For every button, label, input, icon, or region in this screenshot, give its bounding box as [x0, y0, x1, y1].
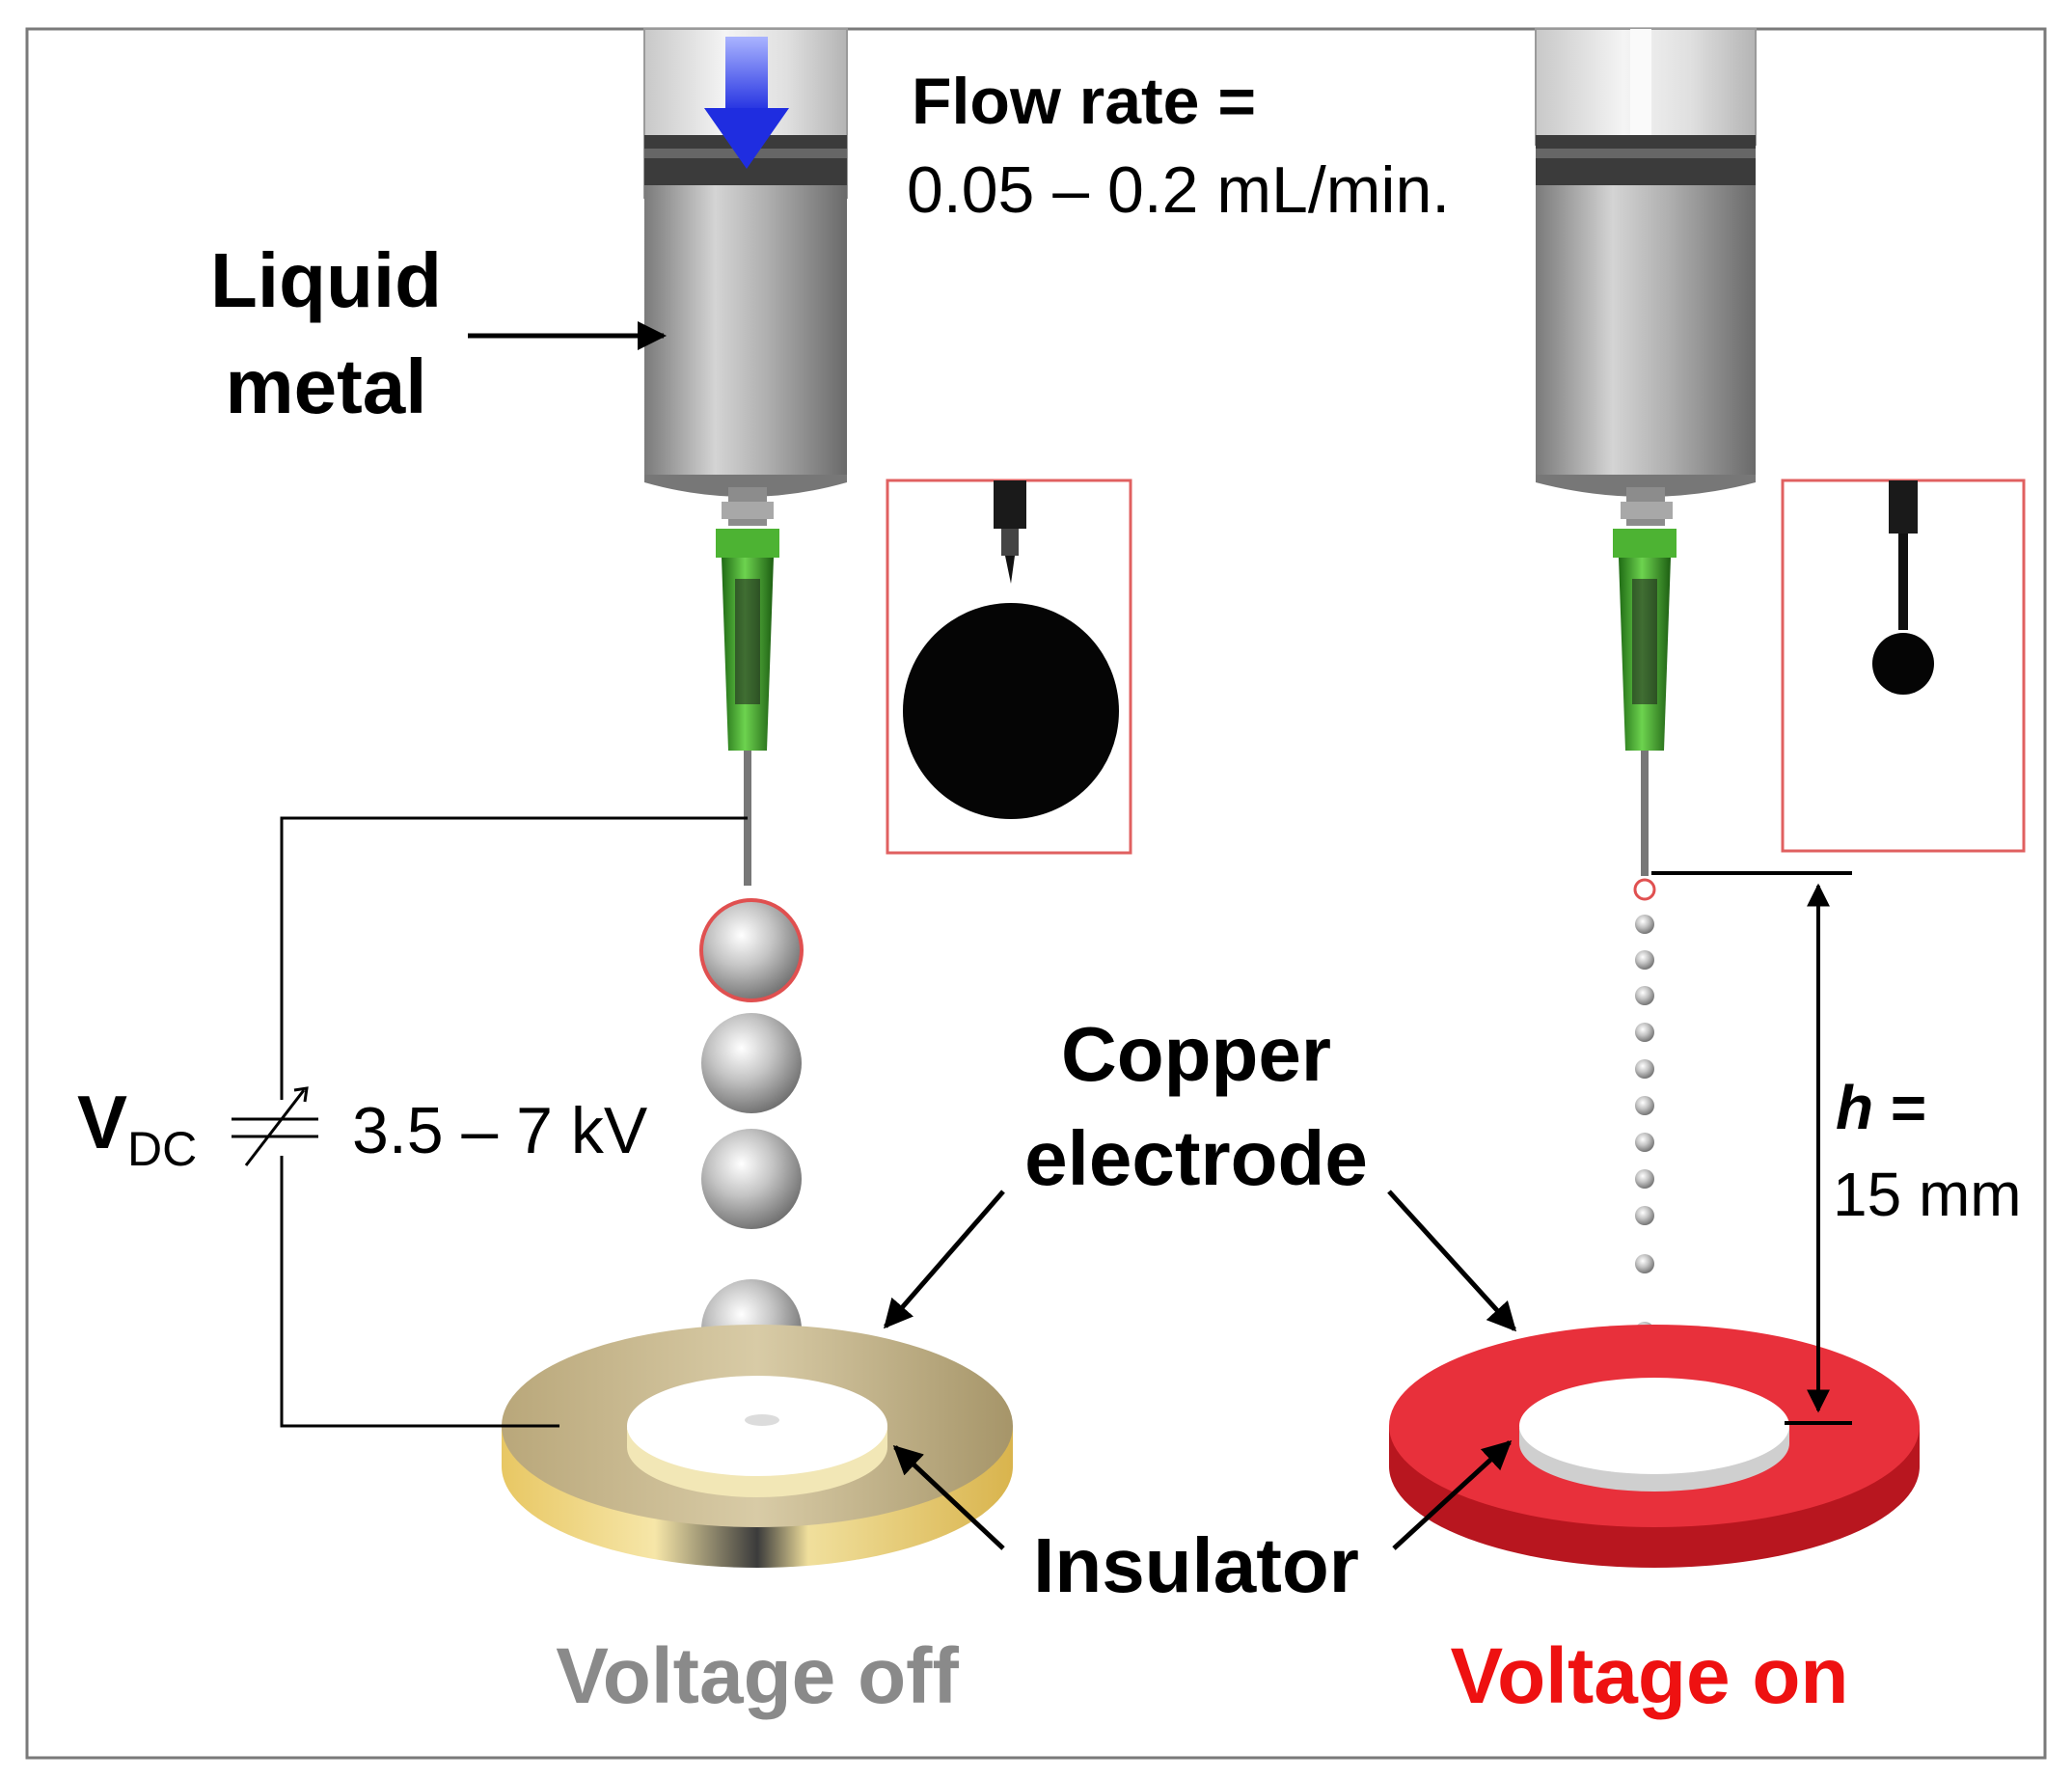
right-needle-icon [1613, 529, 1677, 876]
voltage-range-label: 3.5 – 7 kV [352, 1094, 648, 1167]
voltage-on-label: Voltage on [1450, 1632, 1848, 1720]
insulator-right-arrow [1392, 1439, 1513, 1550]
insulator-label: Insulator [1033, 1522, 1359, 1608]
h-equals: = [1873, 1073, 1926, 1142]
h-symbol: h [1836, 1073, 1873, 1142]
droplet-icon [1635, 1096, 1654, 1115]
pointer-arrows [468, 321, 1517, 1550]
flow-rate-value: 0.05 – 0.2 mL/min. [907, 153, 1450, 227]
left-inset-image [886, 479, 1132, 855]
droplet-icon [1635, 950, 1654, 970]
voltage-off-label: Voltage off [556, 1632, 959, 1720]
droplet-icon [699, 898, 804, 1002]
droplet-icon [1635, 1059, 1654, 1079]
variable-capacitor-icon [232, 1086, 318, 1166]
right-droplets [1633, 878, 1656, 1341]
vdc-main: V [77, 1080, 127, 1164]
droplet-icon [1635, 915, 1654, 934]
h-value: 15 mm [1833, 1160, 2022, 1229]
copper-electrode-label-line1: Copper [1061, 1011, 1331, 1097]
right-copper-electrode-icon [1389, 1325, 1920, 1568]
droplet-icon [1635, 1023, 1654, 1042]
right-inset-image [1781, 479, 2026, 853]
height-dimension [1651, 871, 1852, 1425]
copper-left-arrow [884, 1190, 1005, 1329]
droplet-icon [1635, 1169, 1654, 1189]
vdc-sub: DC [127, 1122, 197, 1176]
flow-rate-title: Flow rate = [912, 65, 1256, 138]
right-syringe-icon [1535, 28, 1757, 526]
liquid-metal-label-line2: metal [226, 343, 427, 429]
left-copper-electrode-icon [502, 1325, 1013, 1568]
flow-arrow-icon [704, 37, 789, 169]
h-label: h = [1836, 1073, 1926, 1142]
droplet-icon [1633, 878, 1656, 901]
vdc-label: VDC [77, 1080, 197, 1176]
droplet-icon [701, 1129, 802, 1229]
dc-circuit [280, 816, 748, 1428]
droplet-icon [1635, 1254, 1654, 1273]
droplet-icon [1635, 1133, 1654, 1152]
droplet-icon [701, 1013, 802, 1113]
droplet-icon [1635, 986, 1654, 1005]
insulator-left-arrow [892, 1444, 1005, 1550]
droplet-icon [1635, 1206, 1654, 1225]
copper-right-arrow [1387, 1190, 1517, 1332]
copper-electrode-label-line2: electrode [1024, 1115, 1368, 1201]
liquid-metal-label-line1: Liquid [210, 237, 442, 323]
